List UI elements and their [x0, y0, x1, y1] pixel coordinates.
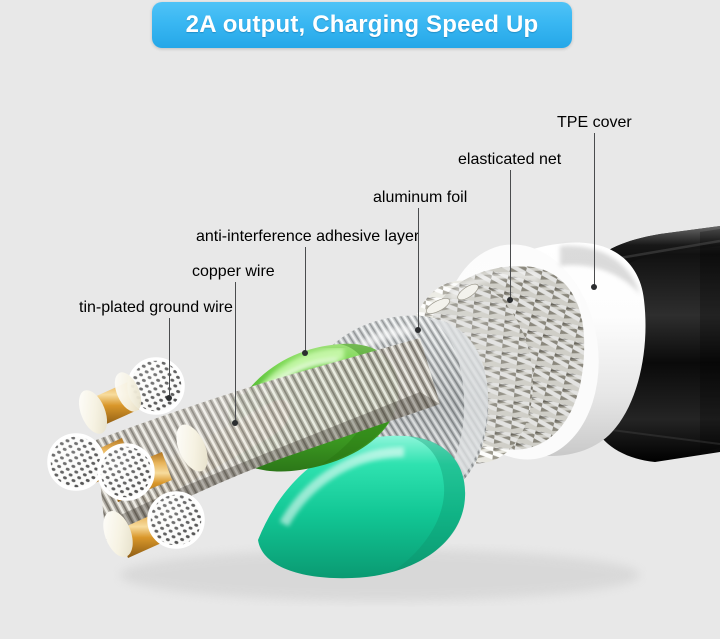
leader-dot-tpe-cover [591, 284, 597, 290]
inner-teal-layer-shape [258, 435, 466, 579]
callout-label-anti-interference-adhesive-layer: anti-interference adhesive layer [196, 228, 420, 245]
leader-line-tin-plated-ground-wire [169, 318, 170, 398]
tin-plated-ground-wire-shapes [47, 357, 208, 558]
headline-banner-text: 2A output, Charging Speed Up [185, 11, 539, 38]
headline-banner: 2A output, Charging Speed Up [152, 2, 572, 48]
leader-dot-tin-plated-ground-wire [166, 395, 172, 401]
cable-shadow [120, 549, 640, 601]
leader-dot-elasticated-net [507, 297, 513, 303]
callout-label-tin-plated-ground-wire: tin-plated ground wire [79, 299, 233, 316]
wire-bundle-shaft [96, 338, 440, 540]
leader-dot-aluminum-foil [415, 327, 421, 333]
leader-line-copper-wire [235, 282, 236, 423]
callout-label-copper-wire: copper wire [192, 263, 275, 280]
callout-label-elasticated-net: elasticated net [458, 151, 562, 168]
callout-label-aluminum-foil: aluminum foil [373, 189, 468, 206]
leader-line-tpe-cover [594, 133, 595, 287]
leader-dot-anti-interference-adhesive-layer [302, 350, 308, 356]
leader-line-aluminum-foil [418, 208, 419, 330]
leader-dot-copper-wire [232, 420, 238, 426]
leader-line-anti-interference-adhesive-layer [305, 247, 306, 353]
leader-line-elasticated-net [510, 170, 511, 300]
callout-label-tpe-cover: TPE cover [557, 114, 632, 131]
